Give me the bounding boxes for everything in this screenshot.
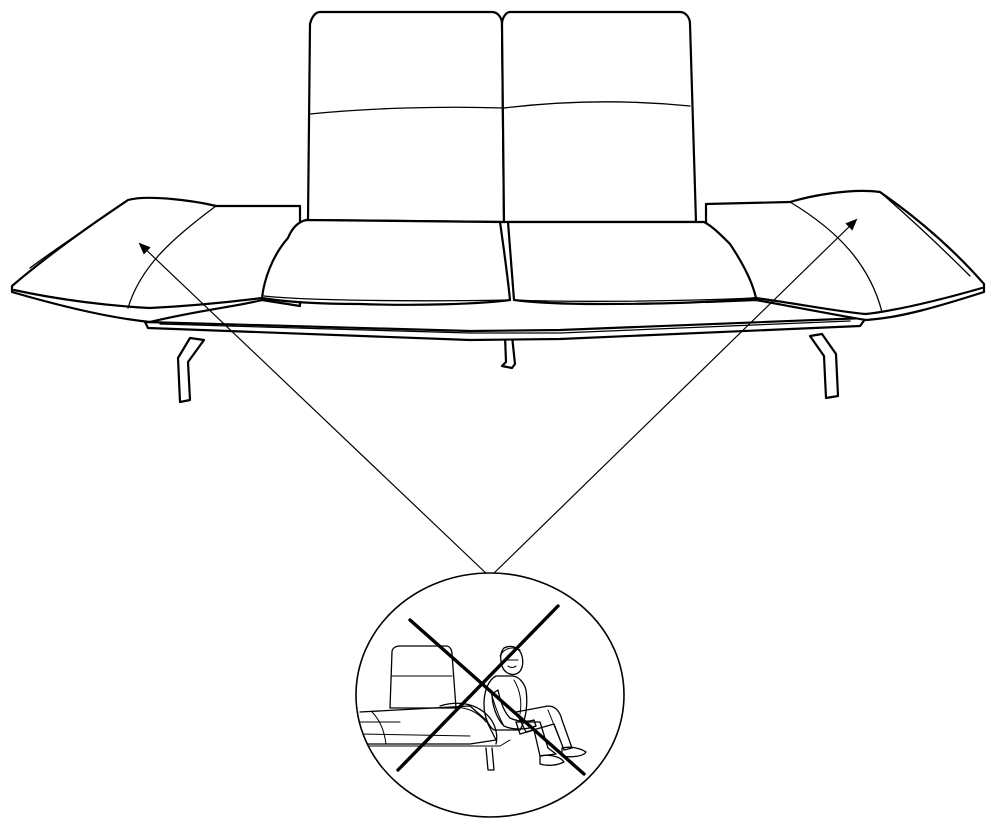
inset-sofa xyxy=(359,645,511,771)
arrow-to-right-armrest xyxy=(489,218,858,578)
sofa-base xyxy=(143,316,868,342)
seat-cushion-right xyxy=(506,220,758,306)
seated-person xyxy=(483,645,587,766)
arrow-to-left-armrest xyxy=(138,242,491,578)
right-armrest xyxy=(704,189,986,322)
sofa-leg-left xyxy=(176,336,206,404)
sofa-center-foot xyxy=(500,334,517,370)
seat-cushion-left xyxy=(260,218,512,306)
backrest-right xyxy=(500,10,698,224)
prohibited-cross xyxy=(396,604,586,776)
sofa xyxy=(10,10,986,404)
backrest-left xyxy=(306,10,506,224)
callout-arrows xyxy=(138,218,858,578)
sofa-leg-right xyxy=(808,332,840,400)
inset-circle xyxy=(355,572,625,818)
